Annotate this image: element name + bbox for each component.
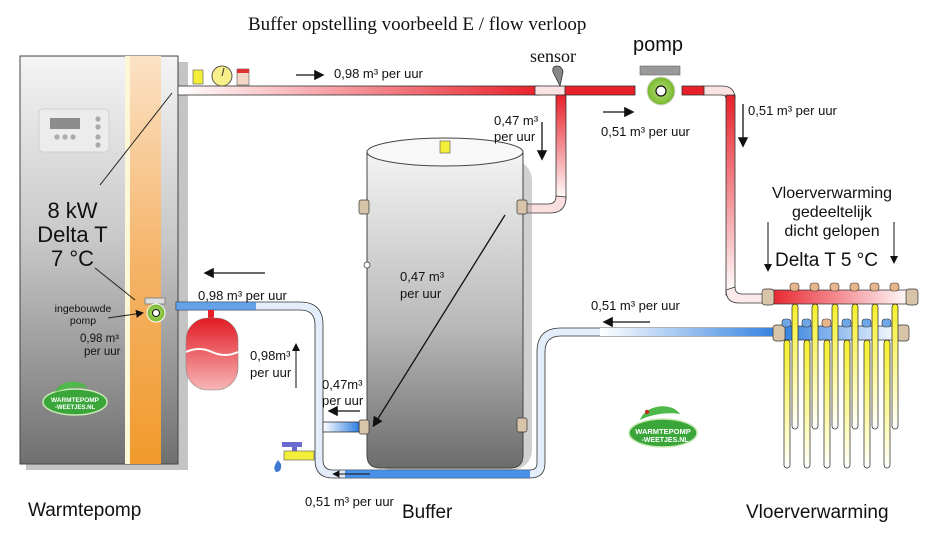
pump-outlet-pipe [681,85,705,96]
pump-label: pomp [633,34,684,56]
buffer-inlet-flow-line2: per uur [494,129,536,144]
floor-delta-t: Delta T 5 °C [775,250,878,271]
logo-line2: -WEETJES.NL [641,437,689,444]
supply-manifold-bar [767,289,913,305]
bottom-bypass-flow: 0,51 m³ per uur [305,494,394,509]
floor-loop-supply-leg [811,303,819,430]
internal-flow-arrow [372,214,506,428]
riser-flow-line2: per uur [250,365,292,380]
floor-loop-supply-leg [871,303,879,430]
caption-warmtepomp: Warmtepomp [28,500,142,521]
floor-loop-supply-leg [791,303,799,430]
thermostat-panel-icon [38,108,110,153]
hp-delta-t-value: 7 °C [50,246,95,271]
buffer-inlet-pipe [555,94,567,200]
buffer-port-icon [516,199,528,215]
return-to-hp-flow: 0,98 m³ per uur [198,288,287,303]
builtin-pump-label-line1: ingebouwde [54,303,112,315]
builtin-pump-icon [144,297,166,323]
floor-loop-return-leg [803,339,811,469]
buffer-tank [358,137,532,470]
floor-note-line3: dicht gelopen [784,223,880,240]
riser-flow-line1: 0,98m³ [250,348,291,363]
return-valve-cap-icon[interactable] [881,318,892,328]
floor-loop-supply-leg [831,303,839,430]
hp-delta-t-label: Delta T [37,222,108,247]
floor-note-line1: Vloerverwarming [771,185,893,202]
supply-top-flow: 0,98 m³ per uur [334,66,423,81]
buffer-air-vent-icon [439,140,451,154]
floor-heating-manifold [761,282,919,469]
logo-line1: WARMTEPOMP [635,427,690,436]
floor-loop-return-leg [843,339,851,469]
floor-note-line2: gedeeltelijk [791,204,873,221]
supply-valve-cap-icon[interactable] [869,282,880,292]
buffer-inlet-flow-line1: 0,47 m³ [494,113,539,128]
return-valve-cap-icon[interactable] [781,318,792,328]
builtin-flow-line1: 0,98 m³ [80,333,119,345]
floor-loop-return-leg [883,339,891,469]
return-valve-cap-icon[interactable] [801,318,812,328]
caption-buffer: Buffer [402,502,453,523]
pressure-gauge-icon [211,65,233,87]
floor-loop-supply-leg [891,303,899,430]
buffer-port-icon [516,417,528,433]
pump-flow: 0,51 m³ per uur [601,124,690,139]
builtin-pump-label-line2: pomp [69,315,97,327]
buffer-outlet-flow-line2: per uur [322,393,364,408]
floor-supply-riser [725,94,736,296]
buffer-sensor-port-icon [363,261,371,269]
unit-logo: WARMTEPOMP -WEETJES.NL [42,381,108,416]
heat-pump-unit: WARMTEPOMP -WEETJES.NL [19,55,188,470]
sensor-label: sensor [530,46,576,66]
circulation-pump-icon[interactable] [639,65,681,106]
caption-vloerverwarming: Vloerverwarming [746,502,889,523]
floor-loop-return-leg [783,339,791,469]
expansion-vessel-icon [185,310,239,391]
pump-inlet-pipe [564,85,636,96]
floor-return-flow: 0,51 m³ per uur [591,298,680,313]
supply-valve-cap-icon[interactable] [889,282,900,292]
builtin-flow-line2: per uur [84,346,121,358]
supply-pipe-top [177,85,541,96]
sensor-tee [534,85,566,96]
safety-valve-icon [236,68,250,86]
air-vent-valve-icon [192,69,204,85]
inside-buffer-flow-line1: 0,47 m³ [400,269,445,284]
return-valve-cap-icon[interactable] [821,318,832,328]
floor-loop-supply-leg [851,303,859,430]
buffer-port-icon [358,199,370,215]
supply-valve-cap-icon[interactable] [809,282,820,292]
supply-valve-cap-icon[interactable] [849,282,860,292]
supply-valve-cap-icon[interactable] [829,282,840,292]
sensor-icon [552,65,564,88]
unit-logo-line2: -WEETJES.NL [55,405,96,411]
diagram-title: Buffer opstelling voorbeeld E / flow ver… [248,14,587,35]
floor-loop-return-leg [863,339,871,469]
warmtepomp-weetjes-logo: WARMTEPOMP -WEETJES.NL [628,406,698,448]
floor-loop-return-leg [823,339,831,469]
supply-valve-cap-icon[interactable] [789,282,800,292]
floor-supply-flow: 0,51 m³ per uur [748,103,837,118]
unit-logo-line1: WARMTEPOMP [51,397,100,404]
buffer-outlet-pipe [322,421,360,433]
buffer-outlet-flow-line1: 0,47m³ [322,377,363,392]
insulation-strip [125,56,161,464]
return-valve-cap-icon[interactable] [861,318,872,328]
buffer-port-icon [358,419,370,435]
hp-power: 8 kW [47,198,98,223]
drain-tap-icon[interactable] [274,442,315,472]
inside-buffer-flow-line2: per uur [400,286,442,301]
return-valve-cap-icon[interactable] [841,318,852,328]
